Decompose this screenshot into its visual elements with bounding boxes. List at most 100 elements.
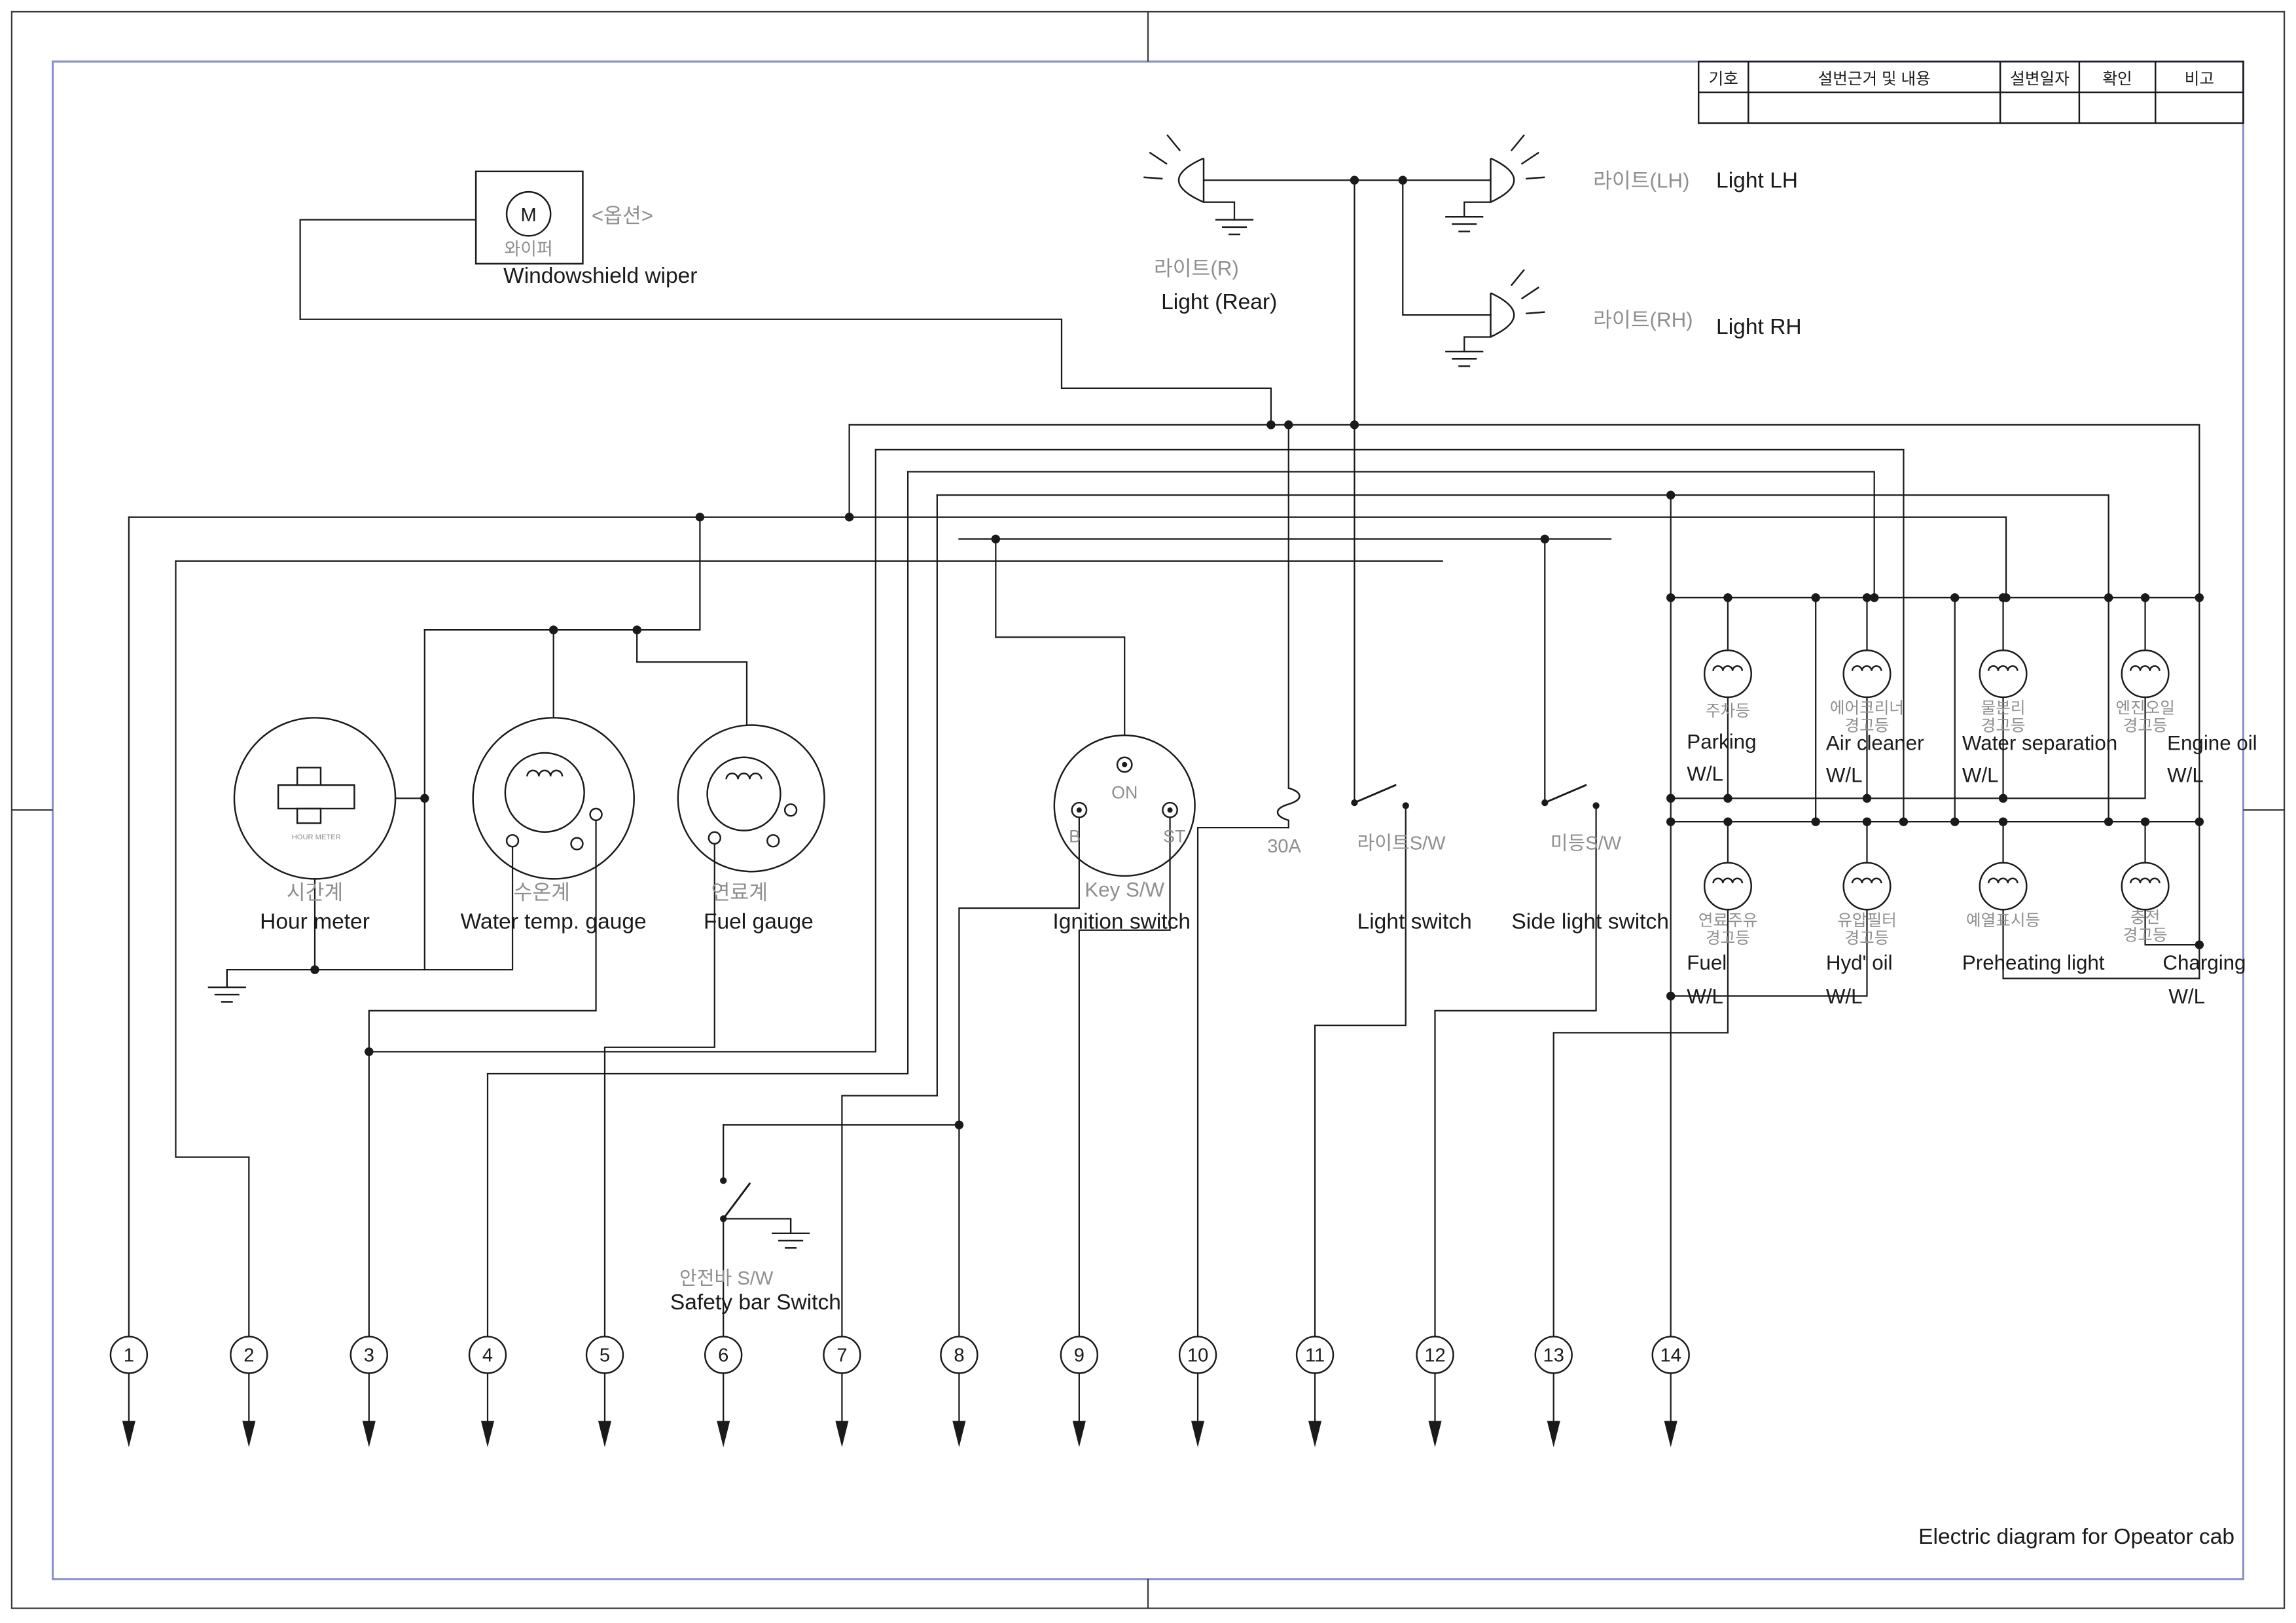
gauge-coil-icon xyxy=(526,769,564,776)
hour-meter-symbol xyxy=(277,784,355,810)
lamp-label-kr: 연료주유 xyxy=(1698,912,1758,930)
light-lh-label-en: Light LH xyxy=(1716,168,1798,192)
lamp-icon xyxy=(2121,862,2170,911)
safety-bar-switch: 안전바 S/W Safety bar Switch xyxy=(670,1177,841,1315)
wiper-box xyxy=(475,170,584,265)
lamp-coil-icon xyxy=(1851,665,1882,671)
lamp-label-kr2: 경고등 xyxy=(1706,930,1750,947)
lamp-icon xyxy=(1842,862,1892,911)
warning-lamp-charging: 충전 경고등 Charging W/L xyxy=(2121,862,2246,1008)
arrow-down-icon xyxy=(1664,1421,1677,1448)
connector-5: 5 xyxy=(585,1336,624,1448)
gauge-terminal xyxy=(505,834,520,848)
lamp-label-en2: W/L xyxy=(1962,764,1999,787)
wiper-option-label: <옵션> xyxy=(592,204,653,227)
connector-number: 8 xyxy=(954,1345,964,1366)
light-lh: 라이트(LH) Light LH xyxy=(1445,134,1798,232)
ignition-label-kr: Key S/W xyxy=(1085,878,1164,901)
fuel-gauge: 연료계 Fuel gauge xyxy=(677,724,825,934)
ignition-switch: ON B ST Key S/W Ignition switch xyxy=(1052,734,1196,934)
revision-header-content: 설번근거 및 내용 xyxy=(1818,70,1931,88)
lamp-icon xyxy=(1842,649,1892,699)
arrow-down-icon xyxy=(835,1421,849,1448)
arrow-down-icon xyxy=(717,1421,730,1448)
switch-blade xyxy=(1353,784,1397,804)
side-switch-label-en: Side light switch xyxy=(1511,909,1669,934)
lamp-coil-icon xyxy=(1712,665,1744,671)
junction-dots xyxy=(310,175,2204,1129)
fuel-gauge-label-en: Fuel gauge xyxy=(704,909,814,934)
connector-number: 12 xyxy=(1424,1345,1445,1366)
light-switch: 라이트S/W Light switch xyxy=(1351,784,1472,934)
fuel-gauge-label-kr: 연료계 xyxy=(711,881,768,904)
ignition-label-en: Ignition switch xyxy=(1052,909,1191,934)
revision-header-date: 설변일자 xyxy=(2010,70,2070,88)
terminal-on-label: ON xyxy=(1111,782,1138,802)
headlight-icon xyxy=(1490,292,1515,338)
lamp-label-en2: W/L xyxy=(2168,985,2205,1008)
lamp-label-en2: W/L xyxy=(2167,764,2204,787)
warning-lamp-hyd-oil: 유압필터 경고등 Hyd' oil W/L xyxy=(1826,862,1897,1008)
arrow-down-icon xyxy=(1072,1421,1086,1448)
hour-meter: HOUR METER 시간계 Hour meter xyxy=(207,717,397,1003)
connector-number: 10 xyxy=(1187,1345,1208,1366)
wiring xyxy=(128,179,2200,1337)
gauge-terminal xyxy=(570,837,584,850)
revision-header-check: 확인 xyxy=(2102,70,2132,88)
lamp-label-en: Hyd' oil xyxy=(1826,951,1893,974)
arrow-down-icon xyxy=(952,1421,966,1448)
warning-lamp-preheating: 예열표시등 Preheating light xyxy=(1962,862,2105,974)
hour-meter-label-kr: 시간계 xyxy=(287,881,343,904)
diagram-caption: Electric diagram for Opeator cab xyxy=(1918,1525,2234,1549)
arrow-down-icon xyxy=(1428,1421,1442,1448)
warning-lamp-air-cleaner: 에어크리너 경고등 Air cleaner W/L xyxy=(1826,649,1924,787)
lamp-label-en: Parking xyxy=(1687,730,1756,753)
connector-number: 11 xyxy=(1305,1345,1325,1366)
hour-meter-inner-label: HOUR METER xyxy=(292,833,341,841)
lamp-label-en2: W/L xyxy=(1687,763,1723,786)
gauge-terminal xyxy=(589,807,603,822)
connector-number: 3 xyxy=(364,1345,374,1366)
water-temp-gauge: 수온계 Water temp. gauge xyxy=(461,717,647,934)
safety-switch-label-kr: 안전바 S/W xyxy=(679,1268,774,1289)
gauge-terminal xyxy=(766,834,780,848)
side-switch-label-kr: 미등S/W xyxy=(1551,833,1622,854)
gauge-inner-circle xyxy=(504,752,585,833)
lamp-label-kr2: 경고등 xyxy=(1845,930,1890,947)
gauge-circle xyxy=(233,717,397,880)
lamp-label-en: Engine oil xyxy=(2167,732,2257,755)
ground-icon xyxy=(1445,215,1484,232)
gauge-circle xyxy=(472,717,635,880)
light-rh: 라이트(RH) Light RH xyxy=(1445,268,1802,367)
light-rh-label-en: Light RH xyxy=(1716,315,1802,339)
ground-icon xyxy=(772,1218,810,1249)
connector-number: 9 xyxy=(1074,1345,1085,1366)
gauge-coil-icon xyxy=(725,773,762,780)
light-rh-label-kr: 라이트(RH) xyxy=(1593,308,1693,331)
connector-12: 12 xyxy=(1416,1336,1454,1448)
gauge-circle xyxy=(677,724,825,873)
connector-number: 14 xyxy=(1660,1345,1681,1366)
fuse-30a: 30A xyxy=(1267,787,1302,857)
safety-switch-label-en: Safety bar Switch xyxy=(670,1290,841,1315)
arrow-down-icon xyxy=(122,1421,135,1448)
ignition-circle xyxy=(1053,734,1196,877)
terminal-on xyxy=(1116,756,1133,773)
revision-header-symbol: 기호 xyxy=(1709,70,1738,88)
switch-blade xyxy=(1543,784,1587,804)
lamp-label-en: Charging xyxy=(2162,951,2246,974)
lamp-label-kr: 예열표시등 xyxy=(1966,911,2040,930)
light-rays-icon xyxy=(1510,268,1545,315)
motor-icon xyxy=(505,191,552,237)
lamp-coil-icon xyxy=(1851,877,1882,884)
lamp-coil-icon xyxy=(1712,877,1744,884)
revision-header-note: 비고 xyxy=(2185,70,2214,88)
switch-contact xyxy=(1592,802,1600,809)
lamp-label-kr2: 경고등 xyxy=(2123,926,2168,944)
connector-8: 8 xyxy=(940,1336,978,1448)
switch-contact xyxy=(1351,799,1358,807)
arrow-down-icon xyxy=(1191,1421,1205,1448)
ground-icon xyxy=(1445,350,1484,367)
lamp-label-kr: 물분리 xyxy=(1981,699,2026,718)
